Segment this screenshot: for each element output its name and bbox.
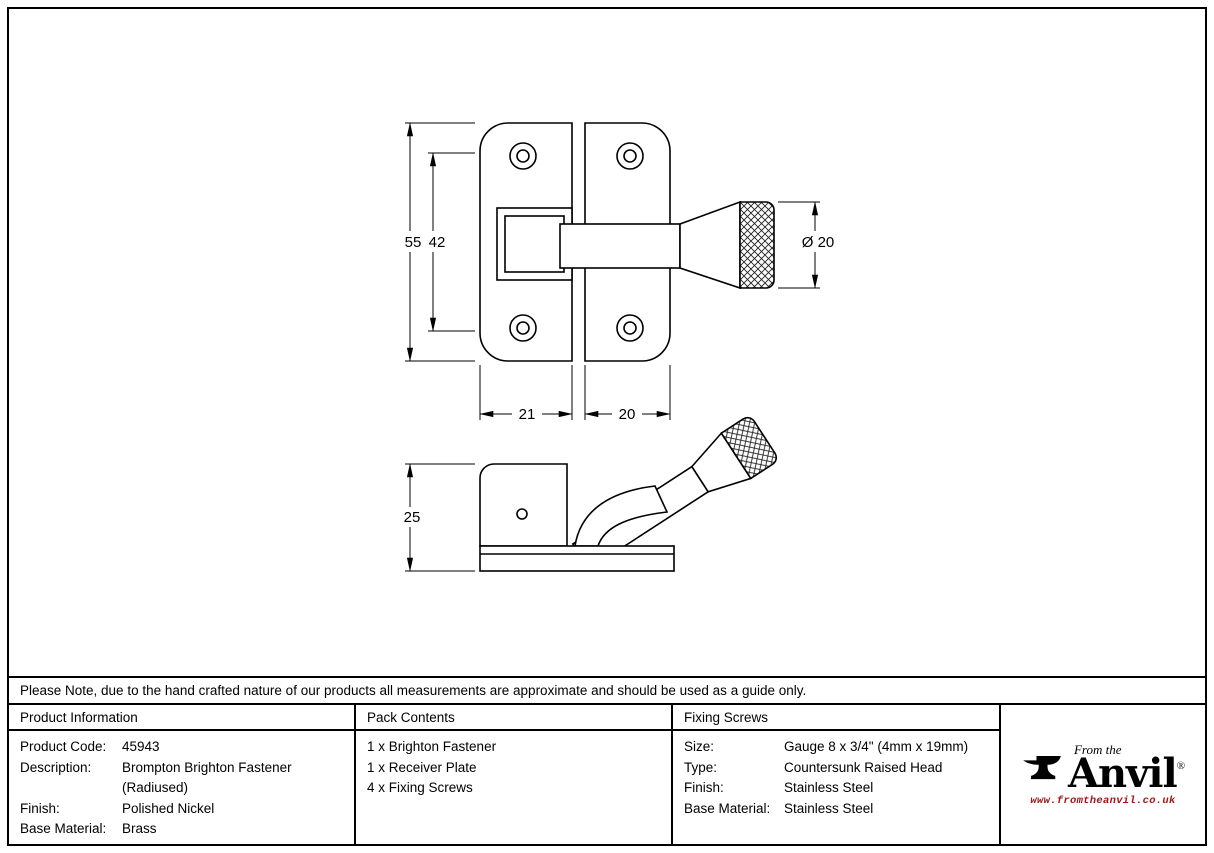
table-row: Finish: Polished Nickel — [20, 799, 346, 820]
row-label: Finish: — [20, 800, 60, 816]
product-information-body: Product Code: 45943 Description: Brompto… — [9, 731, 354, 840]
pack-contents-column: Pack Contents 1 x Brighton Fastener 1 x … — [356, 705, 673, 844]
anvil-icon — [1023, 755, 1061, 779]
row-value: Brompton Brighton Fastener — [122, 759, 292, 775]
row-label: Finish: — [684, 780, 724, 795]
row-label — [20, 778, 122, 799]
table-row: Finish: Stainless Steel — [684, 778, 991, 799]
table-row: Type: Countersunk Raised Head — [684, 758, 991, 779]
table-row: Base Material: Brass — [20, 819, 346, 840]
dim-label-55: 55 — [405, 234, 422, 251]
measurement-note: Please Note, due to the hand crafted nat… — [9, 676, 1205, 705]
table-row: Description: Brompton Brighton Fastener — [20, 758, 346, 779]
table-row: (Radiused) — [20, 778, 346, 799]
screw-holes — [509, 142, 644, 342]
brand-url: www.fromtheanvil.co.uk — [1030, 794, 1176, 807]
page-frame: 55 42 Ø 20 21 20 25 Please Note, due to … — [7, 7, 1207, 846]
dimension-label-backgrounds — [395, 231, 843, 527]
brand-tagline: From the — [1073, 741, 1122, 757]
front-view — [479, 122, 775, 362]
brand-logo: From the Anvil® www.fromtheanvil.co.uk — [1021, 743, 1185, 807]
product-information-header: Product Information — [9, 705, 354, 731]
list-item: 4 x Fixing Screws — [367, 780, 473, 795]
brand-column: From the Anvil® www.fromtheanvil.co.uk — [1001, 705, 1205, 844]
row-value: 45943 — [122, 739, 160, 754]
row-value: (Radiused) — [122, 780, 189, 795]
row-label: Description: — [20, 759, 92, 775]
pack-contents-header: Pack Contents — [356, 705, 671, 731]
list-item: 1 x Receiver Plate — [367, 759, 477, 775]
measurement-note-text: Please Note, due to the hand crafted nat… — [20, 683, 807, 698]
fixing-screws-header: Fixing Screws — [673, 705, 999, 731]
fixing-screws-column: Fixing Screws Size: Gauge 8 x 3/4" (4mm … — [673, 705, 1001, 844]
table-row: Product Code: 45943 — [20, 737, 346, 758]
product-information-column: Product Information Product Code: 45943 … — [9, 705, 356, 844]
knob-cone — [679, 200, 741, 290]
cam-shoe — [574, 485, 669, 547]
latch-shaft — [559, 223, 681, 269]
dim-label-21: 21 — [519, 406, 536, 423]
dim-label-42: 42 — [429, 234, 446, 251]
row-value: Polished Nickel — [122, 800, 215, 816]
side-view — [479, 416, 778, 572]
dim-label-25: 25 — [404, 509, 421, 526]
dimension-labels: 55 42 Ø 20 21 20 25 — [404, 234, 835, 526]
dim-label-20: 20 — [619, 406, 636, 423]
brand-name-line: Anvil® — [1068, 753, 1186, 793]
base-plate — [479, 545, 675, 572]
row-label: Size: — [684, 739, 715, 754]
side-plate — [479, 463, 568, 547]
row-label: Base Material: — [20, 821, 107, 836]
table-row: Base Material: Stainless Steel — [684, 799, 991, 820]
row-value: Brass — [122, 821, 157, 836]
brand-logo-text: From the Anvil® — [1068, 741, 1186, 794]
table-row: Size: Gauge 8 x 3/4" (4mm x 19mm) — [684, 737, 991, 758]
row-value: Gauge 8 x 3/4" (4mm x 19mm) — [784, 739, 969, 754]
drawing-area: 55 42 Ø 20 21 20 25 — [9, 9, 1205, 676]
technical-drawing: 55 42 Ø 20 21 20 25 — [395, 122, 843, 572]
fixing-screws-body: Size: Gauge 8 x 3/4" (4mm x 19mm) Type: … — [673, 731, 999, 819]
spec-table: Product Information Product Code: 45943 … — [9, 705, 1205, 844]
brand-logo-top: From the Anvil® — [1021, 741, 1186, 794]
knurled-knob — [739, 201, 775, 289]
row-value: Stainless Steel — [784, 780, 874, 795]
row-label: Base Material: — [684, 800, 771, 816]
list-item: 1 x Brighton Fastener — [367, 739, 497, 754]
row-value: Countersunk Raised Head — [784, 759, 943, 775]
dim-label-diameter: Ø 20 — [802, 234, 835, 251]
pack-contents-body: 1 x Brighton Fastener 1 x Receiver Plate… — [356, 731, 671, 799]
row-label: Type: — [684, 759, 718, 775]
brand-name: Anvil — [1067, 749, 1178, 797]
side-hole — [516, 508, 528, 520]
registered-trademark: ® — [1176, 759, 1186, 772]
row-value: Stainless Steel — [784, 800, 874, 816]
row-label: Product Code: — [20, 739, 107, 754]
